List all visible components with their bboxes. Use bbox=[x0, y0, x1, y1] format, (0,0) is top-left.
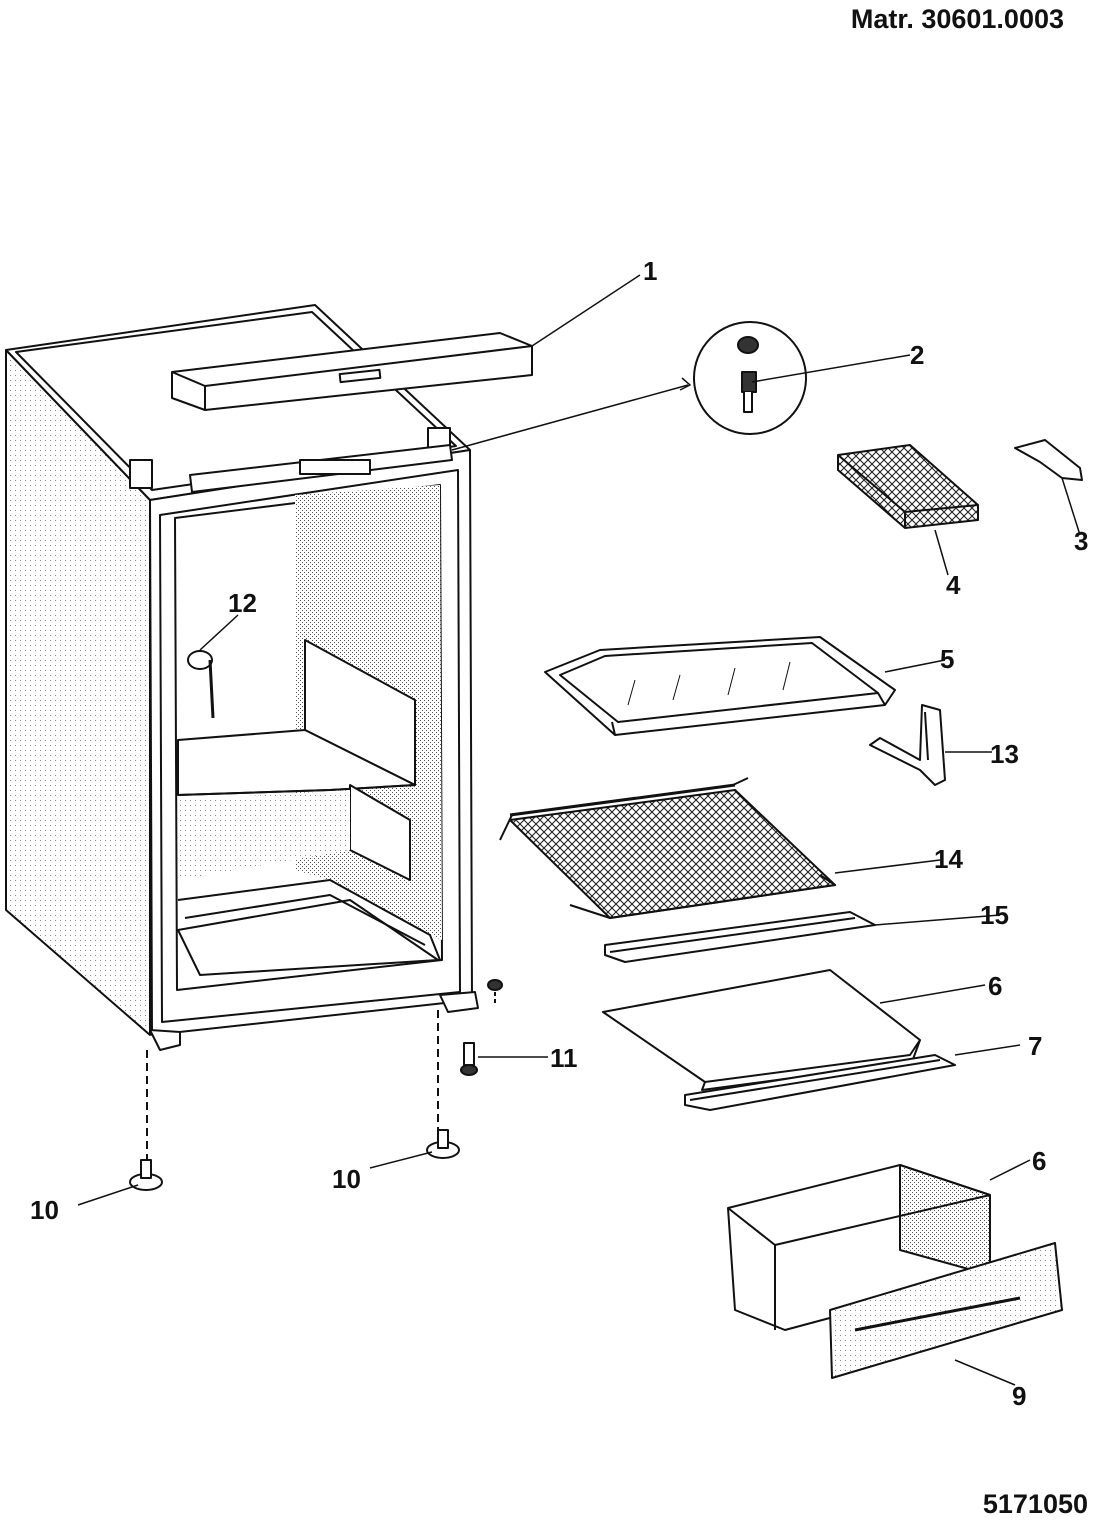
callout-2: 2 bbox=[910, 340, 924, 370]
thermostat-knob-icon bbox=[187, 650, 215, 719]
drawer-front-icon bbox=[829, 1242, 1063, 1379]
crisper-cover-glass-icon bbox=[602, 969, 921, 1091]
top-cover-panel-icon bbox=[171, 332, 533, 411]
callout-10-right: 10 bbox=[332, 1164, 361, 1194]
diagram-code: 5171050 bbox=[982, 1489, 1088, 1519]
callout-5: 5 bbox=[940, 644, 954, 674]
callout-9: 9 bbox=[1012, 1381, 1026, 1411]
hinge-screw-icon bbox=[460, 979, 503, 1076]
leader-lines bbox=[77, 274, 1081, 1386]
wire-shelf-icon bbox=[499, 777, 836, 919]
ice-scraper-icon bbox=[1014, 439, 1083, 481]
adjustable-foot-right-icon bbox=[426, 1129, 460, 1159]
refrigerator-cabinet-icon bbox=[5, 304, 479, 1160]
adjustable-foot-left-icon bbox=[129, 1159, 163, 1191]
matr-number: Matr. 30601.0003 bbox=[850, 4, 1064, 34]
shelf-trim-icon bbox=[684, 1054, 956, 1111]
callout-3: 3 bbox=[1074, 526, 1088, 556]
glass-shelf-icon bbox=[544, 636, 896, 736]
ice-cube-tray-icon bbox=[837, 444, 979, 529]
callout-13: 13 bbox=[990, 739, 1019, 769]
callout-12: 12 bbox=[228, 588, 257, 618]
hinge-pin-detail-icon bbox=[693, 321, 807, 435]
callout-11: 11 bbox=[550, 1043, 578, 1073]
callout-14: 14 bbox=[934, 844, 963, 874]
callout-15: 15 bbox=[980, 900, 1009, 930]
callout-10-left: 10 bbox=[30, 1195, 59, 1225]
callout-4: 4 bbox=[946, 570, 961, 600]
callout-1: 1 bbox=[643, 256, 657, 286]
callout-7: 7 bbox=[1028, 1031, 1042, 1061]
callout-6-cover: 6 bbox=[988, 971, 1002, 1001]
drip-tray-bracket-icon bbox=[869, 704, 946, 786]
callout-6-drawer: 6 bbox=[1032, 1146, 1046, 1176]
shelf-front-trim-icon bbox=[604, 911, 876, 963]
